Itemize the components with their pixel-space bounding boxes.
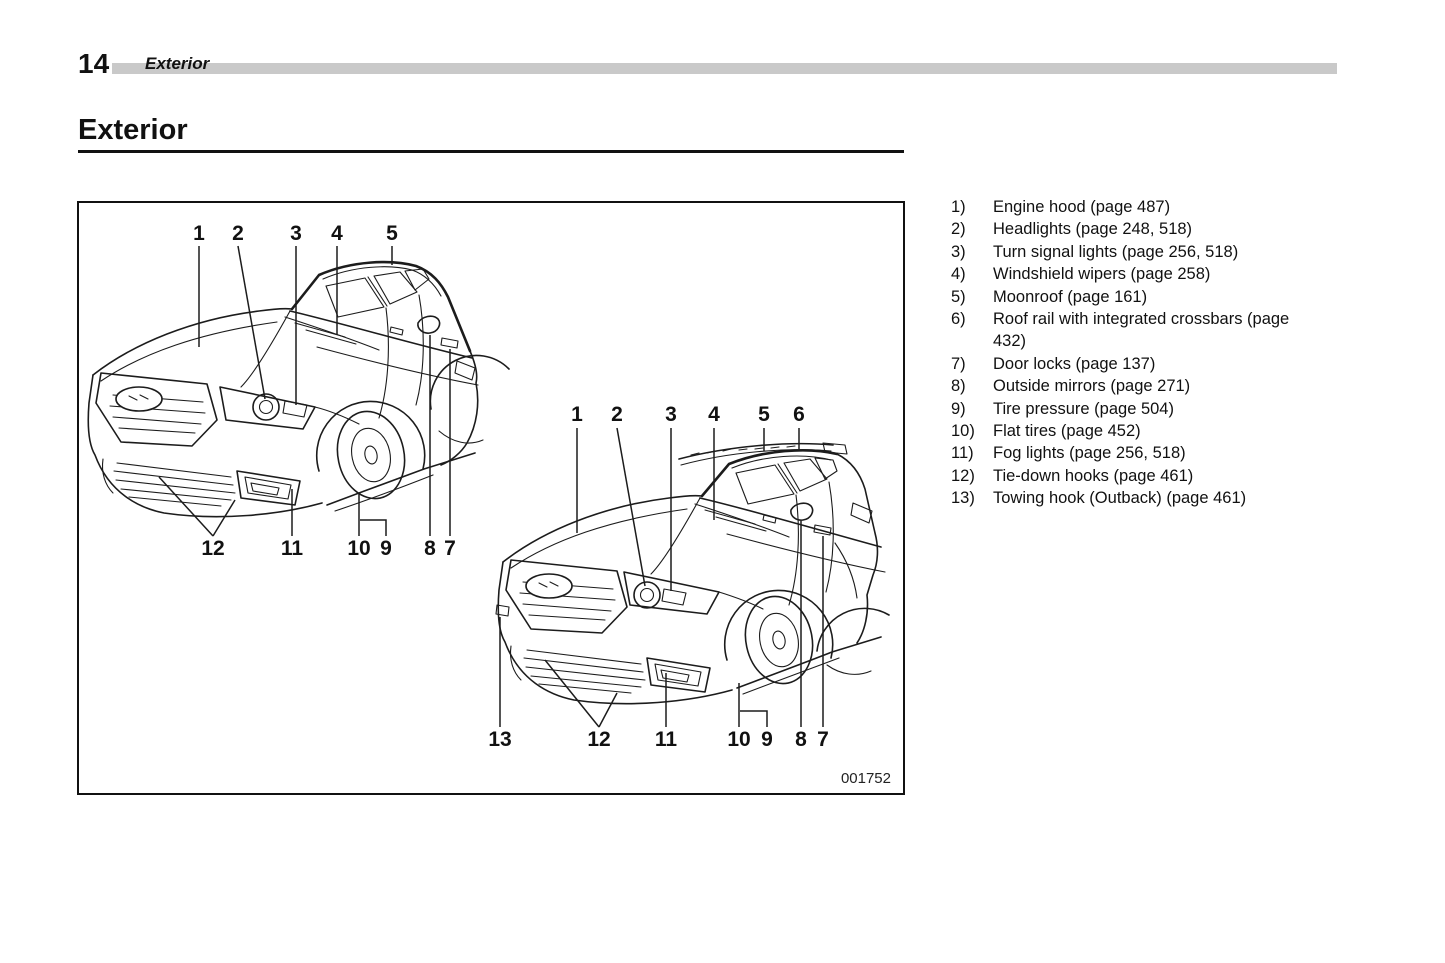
exterior-diagram-box: 1 2 3 4 5 12 11 10 9 8 7 xyxy=(77,201,905,795)
callout-number: 9 xyxy=(761,728,773,751)
callout-number: 7 xyxy=(817,728,829,751)
legend-item-text: Fog lights (page 256, 518) xyxy=(993,444,1186,463)
legend-item-text: Tie-down hooks (page 461) xyxy=(993,466,1194,485)
legend-item-text: Windshield wipers (page 258) xyxy=(993,265,1211,284)
sedan-fog-light xyxy=(236,470,301,506)
legend-item-number: 2) xyxy=(951,220,966,239)
callout-number: 10 xyxy=(347,537,370,560)
sedan-door-handle xyxy=(440,337,459,349)
running-header: Exterior xyxy=(145,54,210,73)
legend-item-number: 9) xyxy=(951,399,966,418)
legend-item-number: 8) xyxy=(951,377,966,396)
legend-list: 1) Engine hood (page 487) 2) Headlights … xyxy=(951,196,1337,510)
wagon-towing-hook xyxy=(495,604,510,617)
legend-item-number: 12) xyxy=(951,466,975,485)
sedan-headlight xyxy=(219,386,316,430)
callout-number: 8 xyxy=(795,728,807,751)
callout-number: 1 xyxy=(571,403,583,426)
callout-number: 12 xyxy=(587,728,610,751)
callout-number: 2 xyxy=(611,403,623,426)
callout-number: 4 xyxy=(708,403,720,426)
sedan-callouts: 1 2 3 4 5 12 11 10 9 8 7 xyxy=(158,222,456,560)
legend-item-number: 1) xyxy=(951,198,966,216)
callout-number: 2 xyxy=(232,222,244,245)
legend-item-number: 13) xyxy=(951,489,975,508)
wagon-fog-light xyxy=(646,657,711,693)
legend-item-text: Towing hook (Outback) (page 461) xyxy=(993,489,1247,508)
wagon-headlight xyxy=(623,571,720,615)
wagon-roof-rail xyxy=(678,442,834,460)
legend-item: 3) Turn signal lights (page 256, 518) xyxy=(951,241,1337,263)
callout-number: 3 xyxy=(665,403,677,426)
callout-number: 3 xyxy=(290,222,302,245)
legend-item-number: 6) xyxy=(951,310,966,329)
legend-item-number: 3) xyxy=(951,242,966,261)
legend-item: 4) Windshield wipers (page 258) xyxy=(951,263,1337,285)
wagon-turn-signal xyxy=(661,588,687,606)
callout-number: 12 xyxy=(201,537,224,560)
legend-item: 12) Tie-down hooks (page 461) xyxy=(951,465,1337,487)
cars-line-art: 1 2 3 4 5 12 11 10 9 8 7 xyxy=(87,222,891,787)
legend-item-text: Headlights (page 248, 518) xyxy=(993,220,1193,239)
legend-item: 2) Headlights (page 248, 518) xyxy=(951,218,1337,240)
callout-number: 8 xyxy=(424,537,436,560)
sedan-turn-signal xyxy=(282,400,308,418)
legend-item-number: 11) xyxy=(951,444,974,463)
callout-number: 9 xyxy=(380,537,392,560)
legend-item: 1) Engine hood (page 487) xyxy=(951,196,1337,218)
callout-number: 4 xyxy=(331,222,343,245)
legend-item-text: Roof rail with integrated crossbars (pag… xyxy=(993,310,1290,351)
legend-item-number: 4) xyxy=(951,265,966,284)
wagon-callouts: 1 2 3 4 5 6 13 12 11 10 9 8 7 xyxy=(488,403,829,751)
legend-item-text: Turn signal lights (page 256, 518) xyxy=(993,242,1239,261)
legend-item-text: Outside mirrors (page 271) xyxy=(993,377,1191,396)
legend-item: 10) Flat tires (page 452) xyxy=(951,420,1337,442)
header-bar xyxy=(112,63,1337,74)
legend-item-text: Tire pressure (page 504) xyxy=(993,399,1174,418)
callout-number: 1 xyxy=(193,222,205,245)
wagon-grille xyxy=(505,559,628,634)
title-rule xyxy=(78,150,904,153)
callout-number: 7 xyxy=(444,537,456,560)
legend-item: 8) Outside mirrors (page 271) xyxy=(951,375,1337,397)
callout-number: 13 xyxy=(488,728,511,751)
section-title: Exterior xyxy=(78,114,188,146)
legend-item-text: Flat tires (page 452) xyxy=(993,422,1141,441)
wagon-drawing xyxy=(495,442,890,705)
sedan-drawing xyxy=(87,260,510,518)
callout-number: 11 xyxy=(281,537,304,560)
callout-number: 11 xyxy=(655,728,678,751)
legend-item-number: 10) xyxy=(951,422,975,441)
legend-item-number: 7) xyxy=(951,354,966,373)
legend-item: 7) Door locks (page 137) xyxy=(951,353,1337,375)
legend-item: 5) Moonroof (page 161) xyxy=(951,286,1337,308)
sedan-grille xyxy=(95,372,218,447)
legend-item-number: 5) xyxy=(951,287,966,306)
legend-item-text: Engine hood (page 487) xyxy=(993,198,1171,216)
legend-item-text: Door locks (page 137) xyxy=(993,354,1156,373)
legend-item-text: Moonroof (page 161) xyxy=(993,287,1148,306)
sedan-brand-badge xyxy=(115,386,163,412)
callout-number: 5 xyxy=(386,222,398,245)
callout-number: 5 xyxy=(758,403,770,426)
wagon-mirror xyxy=(790,502,814,521)
callout-number: 6 xyxy=(793,403,805,426)
legend-item: 6) Roof rail with integrated crossbars (… xyxy=(951,308,1337,353)
figure-code: 001752 xyxy=(841,770,891,787)
wagon-brand-badge xyxy=(525,573,573,599)
callout-number: 10 xyxy=(727,728,750,751)
sedan-mirror xyxy=(417,315,441,334)
page-number: 14 xyxy=(78,48,110,79)
wagon-door-handle xyxy=(813,524,832,536)
legend-item: 11) Fog lights (page 256, 518) xyxy=(951,442,1337,464)
legend-item: 13) Towing hook (Outback) (page 461) xyxy=(951,487,1337,509)
legend-item: 9) Tire pressure (page 504) xyxy=(951,398,1337,420)
